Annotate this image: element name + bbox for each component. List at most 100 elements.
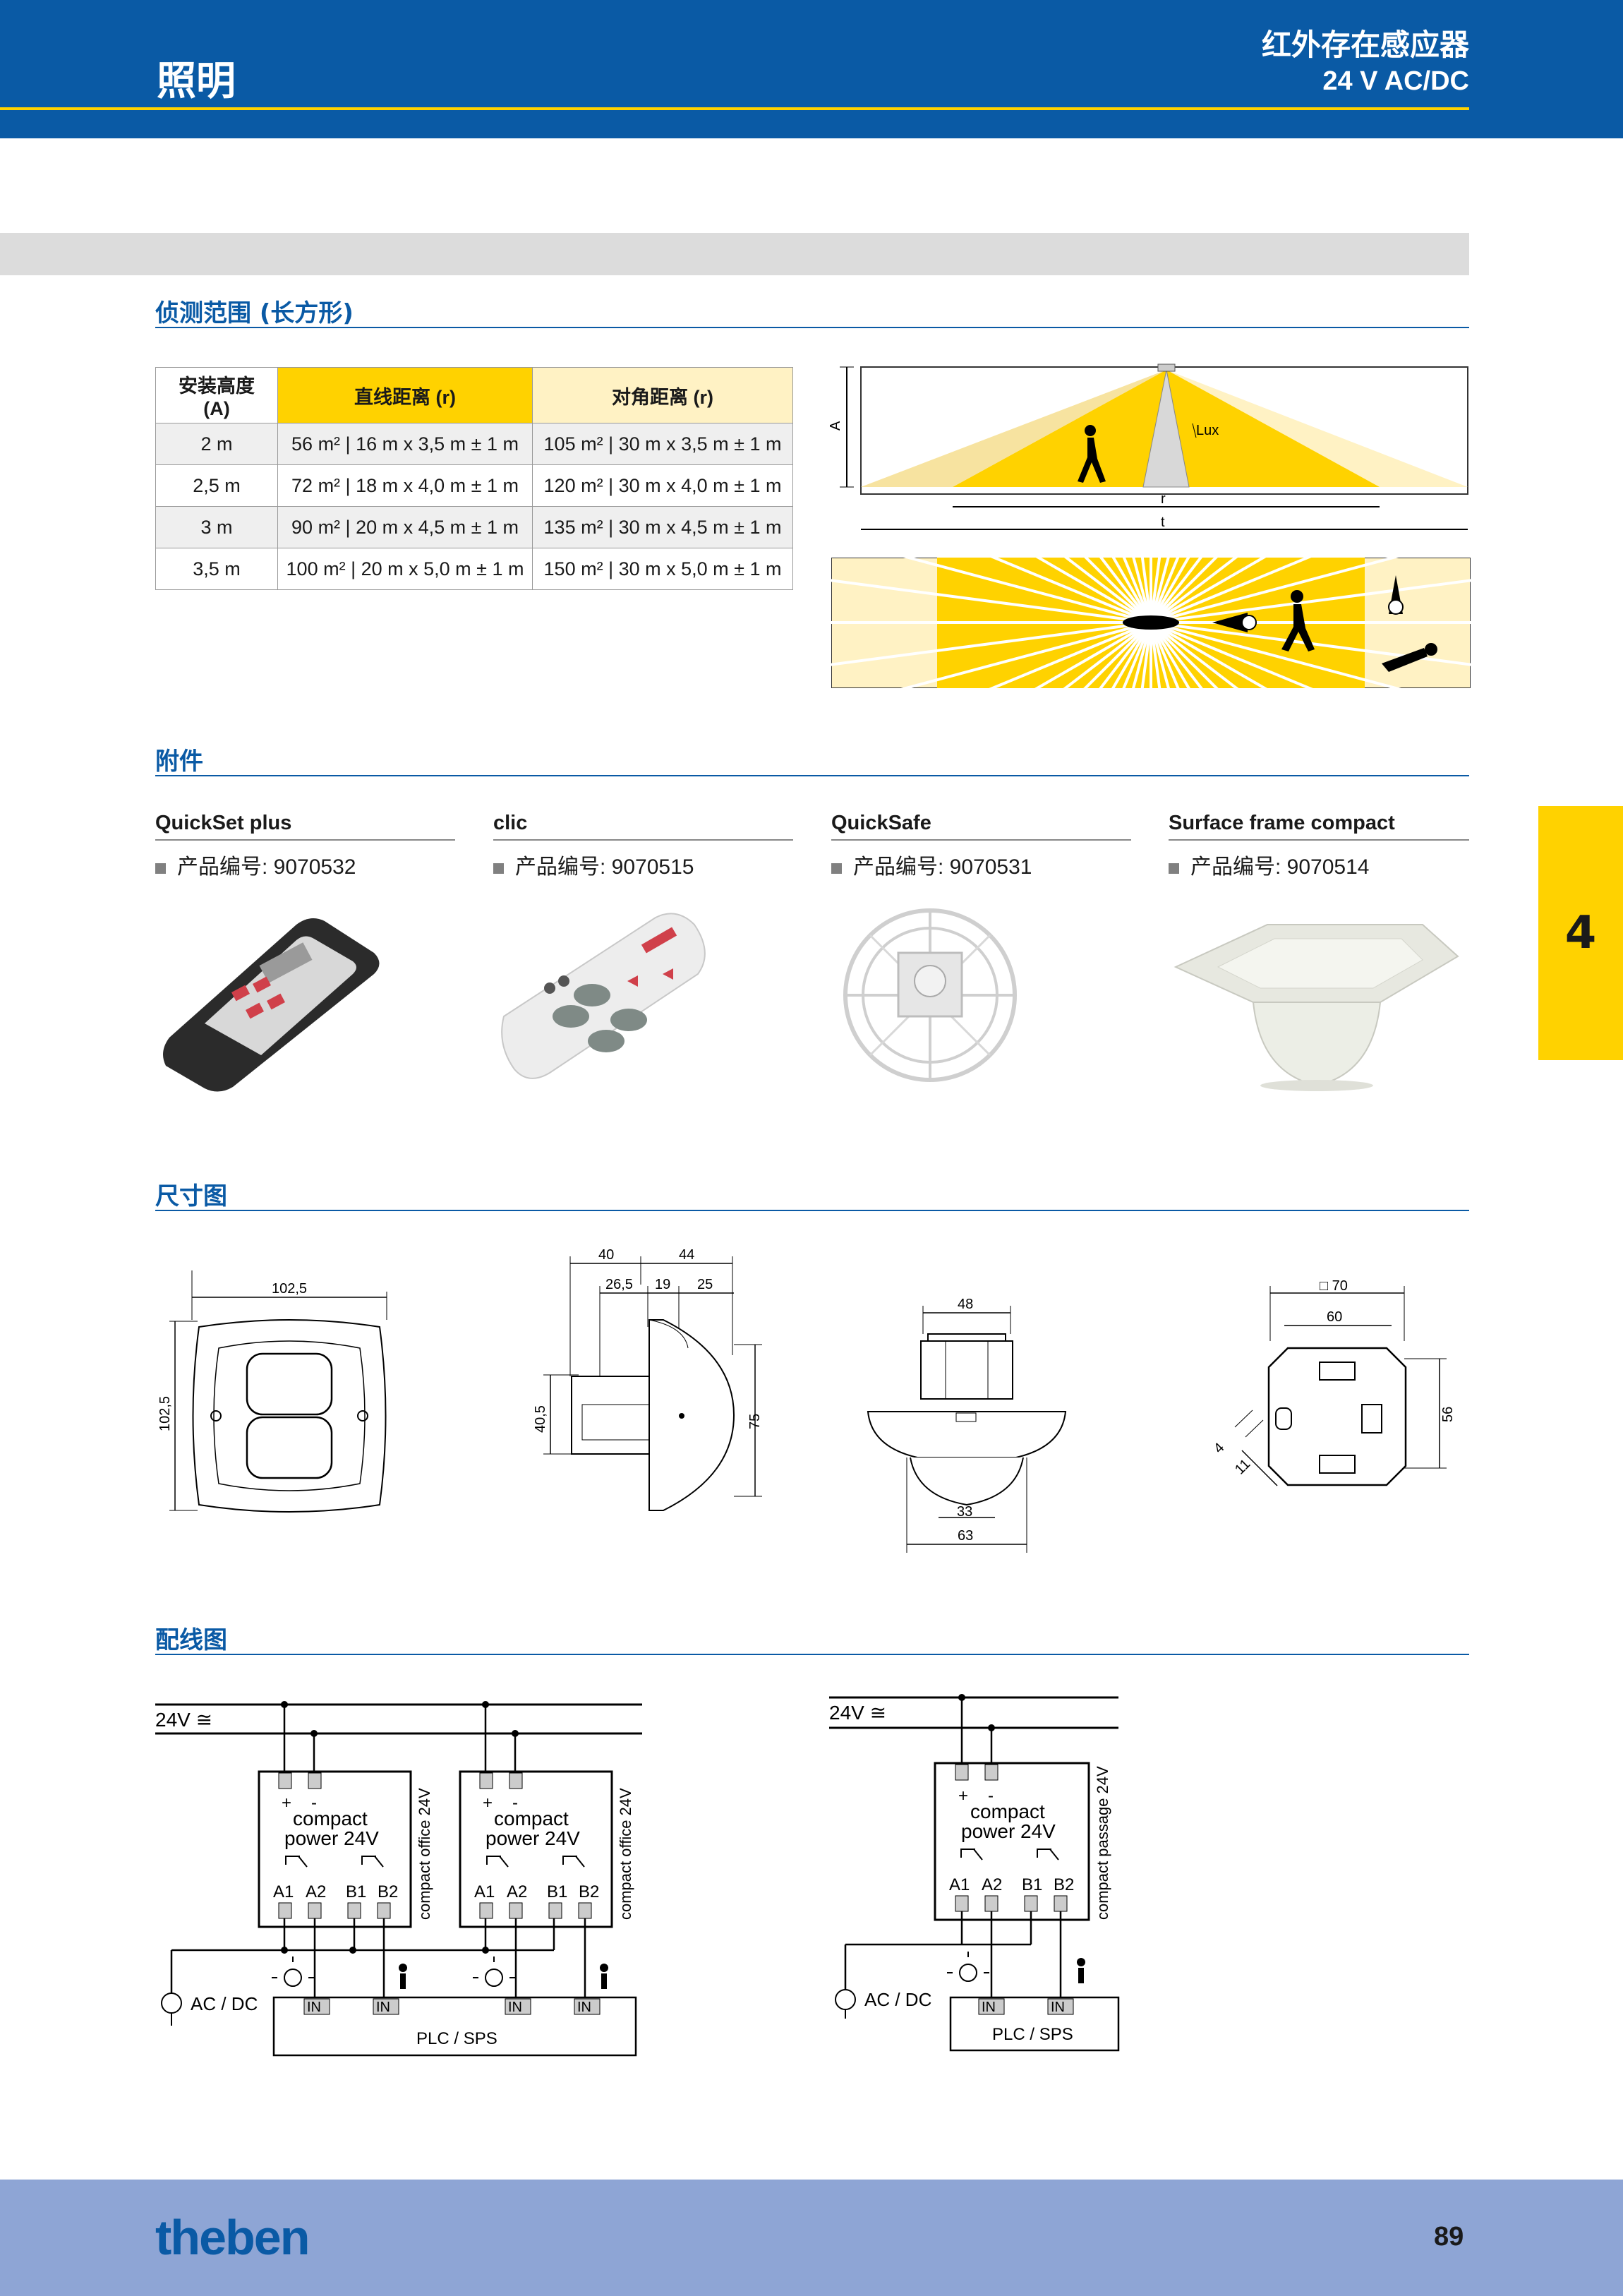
- accessory-code: 产品编号: 9070532: [155, 849, 356, 880]
- person-walking-icon: [1281, 590, 1315, 651]
- ac-label: AC / DC: [191, 1993, 258, 2014]
- accessory-code: 产品编号: 9070531: [831, 849, 1032, 880]
- front-view-drawing: 102,5 102,5: [157, 1270, 387, 1513]
- t-label: t: [1161, 515, 1165, 530]
- dim-label: 102,5: [157, 1396, 173, 1431]
- terminal-label: -: [988, 1786, 994, 1805]
- chapter-number: 4: [1564, 907, 1597, 959]
- module-label: power 24V: [284, 1827, 379, 1849]
- accessory-rule: [1169, 839, 1469, 841]
- dim-label: 75: [747, 1414, 763, 1429]
- terminal-label: -: [512, 1793, 518, 1813]
- table-header: 对角距离 (r): [532, 367, 793, 423]
- table-cell: 72 m² | 18 m x 4,0 m ± 1 m: [277, 464, 533, 507]
- detection-side-diagram: Lux A r t: [829, 363, 1468, 530]
- terminal-label: A1: [273, 1882, 294, 1901]
- ac-source-icon: [835, 1989, 856, 2010]
- detection-ray: [1150, 621, 1203, 688]
- input-label: IN: [982, 2000, 996, 2015]
- detection-ray: [1084, 558, 1152, 624]
- accessory-name: clic: [493, 812, 528, 834]
- detection-ray: [831, 579, 1152, 624]
- dim-label: 56: [1440, 1407, 1456, 1422]
- dim-label: 63: [958, 1528, 973, 1544]
- terminal-label: B1: [1022, 1875, 1042, 1894]
- wiring-rule: [155, 1654, 1469, 1655]
- page-footer: [0, 2180, 1623, 2296]
- plc-label: PLC / SPS: [416, 2029, 497, 2048]
- dim-label: 60: [1327, 1309, 1342, 1325]
- terminal-label: A2: [306, 1882, 326, 1901]
- accessory-rule: [831, 839, 1131, 841]
- table-header: 安装高度 (A): [155, 367, 278, 423]
- terminal-label: B2: [1054, 1875, 1074, 1894]
- theben-logo: theben: [155, 2210, 310, 2265]
- table-cell: 105 m² | 30 m x 3,5 m ± 1 m: [532, 423, 793, 465]
- module-label: compact: [970, 1801, 1045, 1822]
- person-walking-icon: [1078, 425, 1106, 483]
- detection-ray: [903, 558, 1152, 624]
- grey-band: [0, 233, 1469, 275]
- module-side-label: compact office 24V: [617, 1788, 634, 1920]
- detection-ray: [1150, 621, 1239, 688]
- dim-label: 25: [697, 1277, 713, 1292]
- accessory-code: 产品编号: 9070514: [1169, 849, 1369, 880]
- lamp-icon: [272, 1957, 314, 1987]
- table-cell: 2 m: [155, 423, 278, 465]
- detection-rule: [155, 327, 1469, 328]
- table-cell: 135 m² | 30 m x 4,5 m ± 1 m: [532, 506, 793, 548]
- table-cell: 2,5 m: [155, 464, 278, 507]
- module-label: compact: [494, 1808, 569, 1829]
- dim-label: 19: [655, 1277, 670, 1292]
- accessories-rule: [155, 775, 1469, 776]
- dim-label: □ 70: [1320, 1278, 1348, 1294]
- table-cell: 120 m² | 30 m x 4,0 m ± 1 m: [532, 464, 793, 507]
- detection-ray: [831, 621, 1152, 666]
- detection-ray: [1150, 558, 1399, 624]
- accessory-rule: [155, 839, 455, 841]
- accessory-code: 产品编号: 9070515: [493, 849, 694, 880]
- section-label: 照明: [157, 59, 236, 104]
- dim-label: 48: [958, 1297, 973, 1312]
- accessory-rule: [493, 839, 793, 841]
- lamp-icon: [947, 1952, 989, 1982]
- dim-label: 4: [1211, 1440, 1227, 1456]
- table-header: 直线距离 (r): [277, 367, 533, 423]
- hvac-person-icon: [600, 1964, 608, 1989]
- supply-label: 24V ≅: [829, 1702, 886, 1724]
- detection-title: 侦测范围 (长方形): [155, 299, 354, 327]
- terminal-label: A2: [982, 1875, 1002, 1894]
- detection-ray: [1035, 558, 1152, 624]
- detection-ray: [1150, 558, 1238, 624]
- module-side-label: compact passage 24V: [1094, 1766, 1111, 1920]
- quickset-plus-image: [163, 918, 380, 1092]
- page-title: 红外存在感应器: [1261, 28, 1469, 62]
- detection-ray: [1099, 621, 1152, 688]
- table-cell: 90 m² | 20 m x 4,5 m ± 1 m: [277, 506, 533, 548]
- supply-label: 24V ≅: [155, 1709, 212, 1731]
- dim-label: 40: [598, 1247, 614, 1263]
- input-label: IN: [376, 2000, 390, 2015]
- accessory-name: QuickSet plus: [155, 812, 292, 834]
- dimensions-title: 尺寸图: [155, 1182, 227, 1210]
- dim-label: 102,5: [272, 1281, 307, 1297]
- input-label: IN: [508, 2000, 522, 2015]
- module-label: power 24V: [961, 1820, 1056, 1842]
- detection-ray: [1034, 621, 1152, 688]
- table-row: 3 m 90 m² | 20 m x 4,5 m ± 1 m 135 m² | …: [155, 506, 793, 548]
- detection-ray: [1150, 621, 1313, 688]
- dim-label: 33: [957, 1504, 972, 1520]
- detection-ray: [1150, 558, 1267, 624]
- page-number: 89: [1434, 2222, 1464, 2252]
- side-view-drawing: 40 44 26,5 19 25 40,5 75: [533, 1247, 763, 1511]
- table-cell: 3,5 m: [155, 548, 278, 590]
- wiring-diagram-passage: 24V ≅ + - compact power 24V A1 A2 B1 B2 …: [829, 1694, 1120, 2052]
- module-side-label: compact office 24V: [416, 1788, 433, 1920]
- lamp-icon: [473, 1957, 515, 1987]
- terminal-label: A2: [507, 1882, 527, 1901]
- accessories-title: 附件: [155, 747, 203, 776]
- detection-ray: [1150, 621, 1219, 688]
- detection-ray: [990, 558, 1152, 624]
- wiring-diagram-office: 24V ≅ + - compact power 24V A1 A2 B1 B2 …: [155, 1701, 642, 2057]
- detection-ray: [1150, 558, 1218, 624]
